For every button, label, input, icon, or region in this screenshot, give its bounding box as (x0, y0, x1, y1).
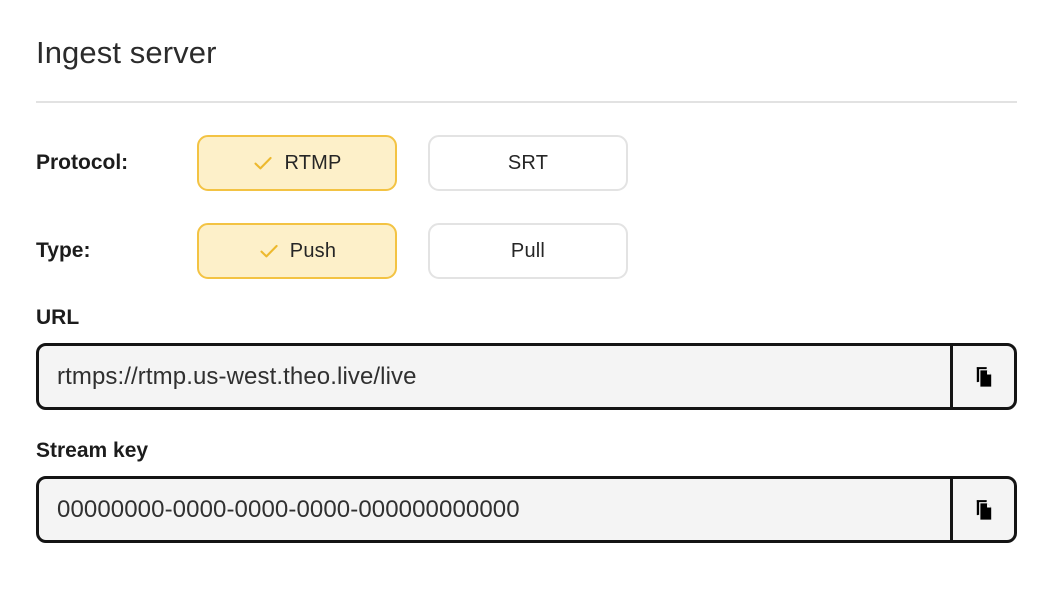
url-field-group: URL (36, 305, 1017, 410)
protocol-option-srt[interactable]: SRT (428, 135, 628, 191)
type-option-push[interactable]: Push (197, 223, 397, 279)
copy-icon (972, 498, 996, 522)
copy-icon (972, 365, 996, 389)
type-label: Type: (36, 239, 91, 262)
type-row: Type: Push Pull (36, 223, 1017, 279)
stream-key-label: Stream key (36, 439, 149, 462)
url-field-shell (36, 343, 1017, 410)
type-option-pull-label: Pull (510, 239, 546, 262)
stream-key-field-divider (950, 479, 953, 540)
ingest-server-panel: Ingest server Protocol: RTMP SRT Type: P (36, 0, 1017, 543)
stream-key-field-shell (36, 476, 1017, 543)
stream-key-field-group: Stream key (36, 438, 1017, 543)
check-icon (252, 152, 274, 174)
protocol-option-rtmp-label: RTMP (284, 151, 342, 174)
protocol-row: Protocol: RTMP SRT (36, 135, 1017, 191)
page-title: Ingest server (36, 35, 217, 70)
protocol-label: Protocol: (36, 151, 129, 174)
title-divider (36, 101, 1017, 103)
copy-url-button[interactable] (953, 346, 1014, 407)
url-input[interactable] (39, 346, 950, 407)
copy-stream-key-button[interactable] (953, 479, 1014, 540)
protocol-option-rtmp[interactable]: RTMP (197, 135, 397, 191)
type-option-pull[interactable]: Pull (428, 223, 628, 279)
stream-key-input[interactable] (39, 479, 950, 540)
type-option-push-label: Push (289, 239, 337, 262)
url-field-divider (950, 346, 953, 407)
check-icon (258, 240, 280, 262)
protocol-option-srt-label: SRT (507, 151, 549, 174)
url-label: URL (36, 306, 80, 329)
